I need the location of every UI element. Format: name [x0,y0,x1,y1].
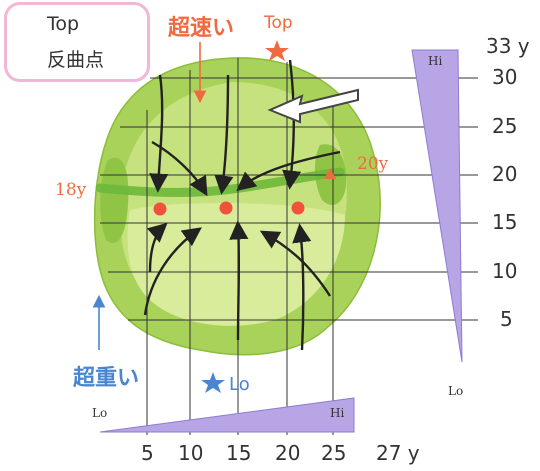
bottom-arrows [143,220,332,351]
fast-label: 超速い [168,16,235,41]
fast-top-label: Top [264,13,293,33]
y-tick-25: 25 [492,114,518,138]
x-gradient-hi: Hi [330,406,345,420]
x-tick-15: 15 [226,441,252,465]
left-patch [100,157,129,244]
legend: Top 反曲点 [4,2,150,82]
star-bottom-icon [201,372,225,393]
dot-right [291,201,305,215]
top-triangle-marker [324,168,336,179]
legend-top-label: Top [47,13,80,35]
y-tick-30: 30 [492,65,518,89]
star-top-icon [265,40,289,61]
x-tick-5: 5 [141,441,154,465]
heavy-label: 超重い [73,366,140,391]
x-tick-20: 20 [275,441,301,465]
top-arrows [149,59,341,197]
heavy-lo-label: Lo [229,374,250,395]
y-gradient-wedge [411,49,463,363]
y-gradient-lo: Lo [448,384,464,398]
white-block-arrow [267,88,359,124]
x-gradient-wedge [99,397,355,433]
left-age-label: 18y [55,180,87,200]
y-tick-15: 15 [492,210,518,234]
x-unit-label: 27 y [376,441,420,465]
legend-row-band: 反曲点 [47,45,104,72]
x-tick-25: 25 [321,441,347,465]
right-age-label: 20y [357,154,389,174]
legend-band-label: 反曲点 [47,49,105,71]
y-tick-10: 10 [492,259,518,283]
dot-center [219,201,233,215]
x-tick-10: 10 [178,441,204,465]
y-gradient-hi: Hi [428,54,443,68]
legend-row-top: Top [47,13,79,35]
y-tick-20: 20 [492,162,518,186]
y-unit-label: 33 y [486,34,530,58]
x-gradient-lo: Lo [92,406,108,420]
dot-left [153,202,167,216]
y-tick-5: 5 [500,307,513,331]
